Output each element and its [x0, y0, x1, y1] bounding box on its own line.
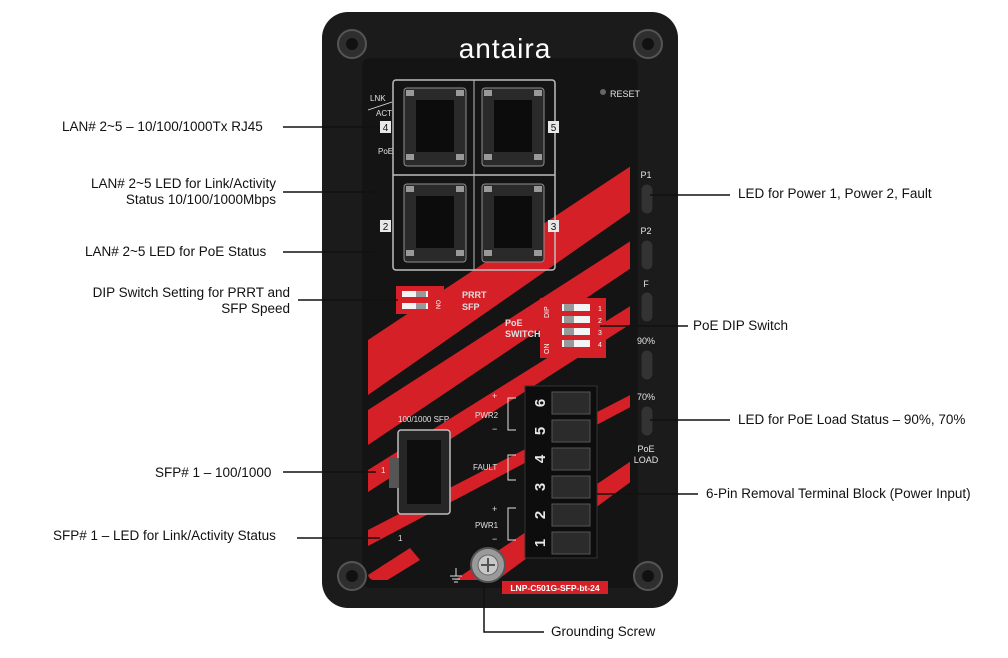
- right-rail-leds: [640, 183, 654, 437]
- corner-screws: [337, 29, 663, 591]
- dip-right-num-4: 4: [598, 342, 602, 349]
- model-label-bg: [502, 581, 608, 594]
- callout-dip-setting: DIP Switch Setting for PRRT and SFP Spee…: [60, 285, 290, 317]
- led-label-fault: F: [643, 279, 649, 289]
- dip-left-on: ON: [434, 300, 440, 309]
- callout-sfp-led: SFP# 1 – LED for Link/Activity Status: [53, 528, 276, 543]
- terminal-label-fault: FAULT: [473, 463, 497, 472]
- pwr1-minus: −: [492, 534, 497, 544]
- poe-dip-switch[interactable]: [540, 298, 606, 358]
- sfp-port-number: 1: [381, 466, 386, 475]
- port-number-2: 2: [383, 222, 389, 233]
- callout-lan-rj45: LAN# 2~5 – 10/100/1000Tx RJ45: [62, 119, 263, 134]
- rj45-port-block: [392, 79, 556, 271]
- callout-poe-dip: PoE DIP Switch: [693, 318, 789, 333]
- callout-dip-setting-line1: DIP Switch Setting for PRRT and: [92, 285, 290, 300]
- dip-right-on: ON: [544, 344, 551, 355]
- callout-led-poe-load: LED for PoE Load Status – 90%, 70%: [738, 412, 966, 427]
- terminal-num-4: 4: [532, 454, 549, 463]
- pwr2-plus: +: [492, 391, 497, 401]
- callout-grounding: Grounding Screw: [551, 624, 656, 639]
- callout-sfp-port: SFP# 1 – 100/1000: [155, 465, 272, 480]
- led-label-90: 90%: [637, 336, 655, 346]
- dip-right-num-2: 2: [598, 318, 602, 325]
- sfp-label: 100/1000 SFP: [398, 415, 449, 424]
- dip-right-label-switch: SWITCH: [505, 329, 541, 339]
- grounding-screw: [470, 547, 506, 583]
- callout-dip-setting-line2: SFP Speed: [221, 301, 290, 316]
- prrt-sfp-dip-switch[interactable]: [396, 286, 444, 314]
- ground-symbol: [450, 568, 462, 583]
- terminal-num-3: 3: [532, 483, 549, 491]
- brand-logo: antaira: [459, 33, 552, 64]
- terminal-brackets: [507, 397, 516, 541]
- pwr1-plus: +: [492, 504, 497, 514]
- callout-terminal-block: 6-Pin Removal Terminal Block (Power Inpu…: [706, 486, 971, 501]
- leader-lines: [283, 126, 730, 633]
- callout-lan-led-poe: LAN# 2~5 LED for PoE Status: [85, 244, 267, 259]
- led-label-p1: P1: [640, 170, 651, 180]
- pwr2-minus: −: [492, 424, 497, 434]
- led-label-load: LOAD: [634, 455, 659, 465]
- callout-led-power: LED for Power 1, Power 2, Fault: [738, 186, 932, 201]
- port-number-4: 4: [383, 123, 389, 134]
- dip-right-top: DIP: [544, 306, 551, 318]
- port-number-5: 5: [551, 123, 557, 134]
- terminal-num-1: 1: [532, 539, 549, 547]
- act-label: ACT: [376, 109, 392, 118]
- terminal-num-5: 5: [532, 427, 549, 435]
- port-number-3: 3: [551, 222, 557, 233]
- dip-left-label-sfp: SFP: [462, 302, 480, 312]
- dip-right-num-3: 3: [598, 330, 602, 337]
- model-label: LNP-C501G-SFP-bt-24: [510, 583, 600, 593]
- reset-button[interactable]: [600, 89, 606, 95]
- poe-port-label: PoE: [378, 147, 393, 156]
- terminal-num-2: 2: [532, 511, 549, 519]
- reset-label: RESET: [610, 89, 641, 99]
- leader-grounding: [483, 583, 544, 633]
- dip-right-num-1: 1: [598, 306, 602, 313]
- terminal-block[interactable]: [524, 385, 598, 559]
- callout-lan-led-link: LAN# 2~5 LED for Link/Activity Status 10…: [60, 176, 276, 208]
- dip-left-label-prrt: PRRT: [462, 290, 487, 300]
- terminal-label-pwr1: PWR1: [475, 521, 499, 530]
- dip-right-label-poe: PoE: [505, 318, 523, 328]
- terminal-label-pwr2: PWR2: [475, 411, 499, 420]
- led-label-p2: P2: [640, 226, 651, 236]
- led-label-poe: PoE: [637, 444, 654, 454]
- terminal-num-6: 6: [532, 399, 549, 407]
- lnk-label: LNK: [370, 94, 386, 103]
- sfp-led-number: 1: [398, 534, 403, 543]
- callout-lan-led-link-line2: Status 10/100/1000Mbps: [125, 192, 276, 207]
- led-label-70: 70%: [637, 392, 655, 402]
- callout-lan-led-link-line1: LAN# 2~5 LED for Link/Activity: [91, 176, 276, 191]
